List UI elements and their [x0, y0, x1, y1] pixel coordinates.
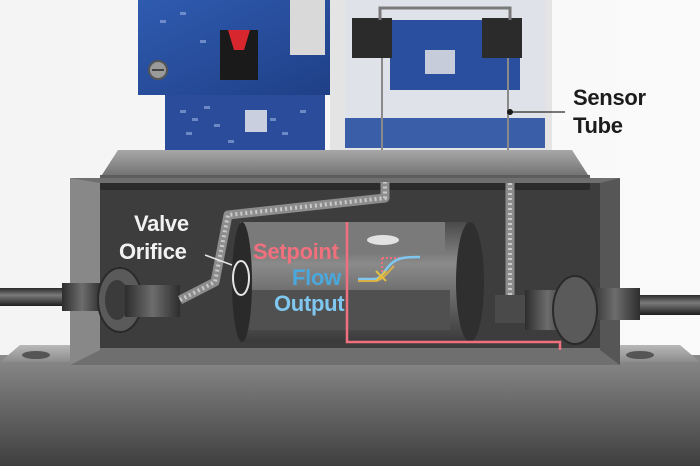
output-label: Output: [274, 291, 345, 316]
outlet-pipe: [590, 288, 700, 320]
inlet-fitting: [97, 267, 180, 333]
valve-solenoid: [232, 222, 484, 342]
valve-orifice-marker: [232, 260, 250, 296]
gas-flow-path: [177, 182, 515, 305]
valve-label-line2: Orifice: [119, 239, 187, 264]
setpoint-label: Setpoint: [253, 239, 339, 264]
outlet-fitting: [495, 275, 598, 345]
valve-label-line1: Valve: [134, 211, 189, 236]
valve-orifice-leader: [204, 254, 233, 266]
sensor-pcb-right: [330, 0, 552, 160]
sensor-label-line1: Sensor: [573, 85, 646, 110]
sensor-label-line2: Tube: [573, 113, 623, 138]
setpoint-trace: [345, 222, 562, 350]
inlet-pipe: [0, 283, 102, 311]
signal-lines: [345, 222, 562, 350]
control-pcb-left: [138, 0, 338, 160]
flow-label: Flow: [292, 265, 341, 290]
crossover-marker-icon: [375, 270, 387, 282]
sensor-tube-leader: [507, 109, 565, 115]
